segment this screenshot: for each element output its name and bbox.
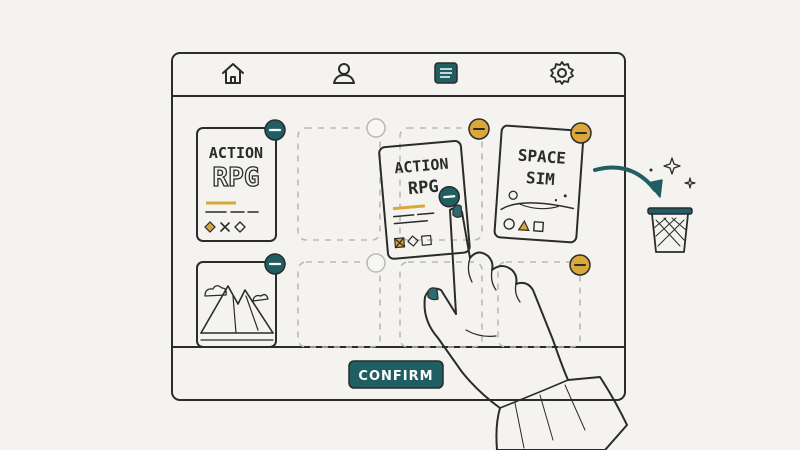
card-title-line2: RPG	[407, 177, 439, 200]
remove-icon[interactable]	[570, 122, 592, 144]
card-title-line2: SIM	[525, 168, 555, 189]
game-card-action-rpg-dragging[interactable]: ACTION RPG	[378, 140, 471, 260]
top-nav	[222, 61, 574, 85]
card-title-line1: ACTION	[394, 155, 450, 178]
slot-marker-icon[interactable]	[569, 254, 591, 276]
empty-slot[interactable]	[297, 127, 381, 241]
remove-icon[interactable]	[438, 185, 460, 208]
trash-icon[interactable]	[647, 207, 693, 253]
card-title-line2: RPG	[213, 163, 260, 193]
empty-slot[interactable]	[297, 261, 381, 348]
empty-slots	[297, 118, 581, 348]
pointing-hand	[423, 204, 628, 450]
empty-slot[interactable]	[399, 261, 483, 348]
game-card-action-rpg[interactable]: ACTION RPG	[196, 119, 286, 242]
empty-slot[interactable]	[497, 261, 581, 348]
home-icon[interactable]	[222, 63, 244, 84]
gear-icon[interactable]	[550, 61, 574, 85]
card-title-line1: SPACE	[517, 145, 566, 167]
card-title-line1: ACTION	[209, 144, 263, 162]
remove-icon[interactable]	[264, 253, 286, 275]
confirm-button-label: CONFIRM	[358, 369, 433, 384]
confirm-button[interactable]: CONFIRM	[348, 360, 444, 389]
slot-marker-icon[interactable]	[468, 118, 490, 140]
empty-slot[interactable]	[399, 127, 483, 241]
library-icon[interactable]	[434, 62, 458, 84]
sparkle-icon	[649, 157, 696, 189]
remove-icon[interactable]	[264, 119, 286, 141]
game-card-space-sim[interactable]: SPACE SIM	[493, 122, 592, 244]
user-icon[interactable]	[333, 63, 355, 84]
arrow-to-trash-icon	[593, 165, 663, 198]
game-card-landscape[interactable]	[196, 253, 286, 348]
